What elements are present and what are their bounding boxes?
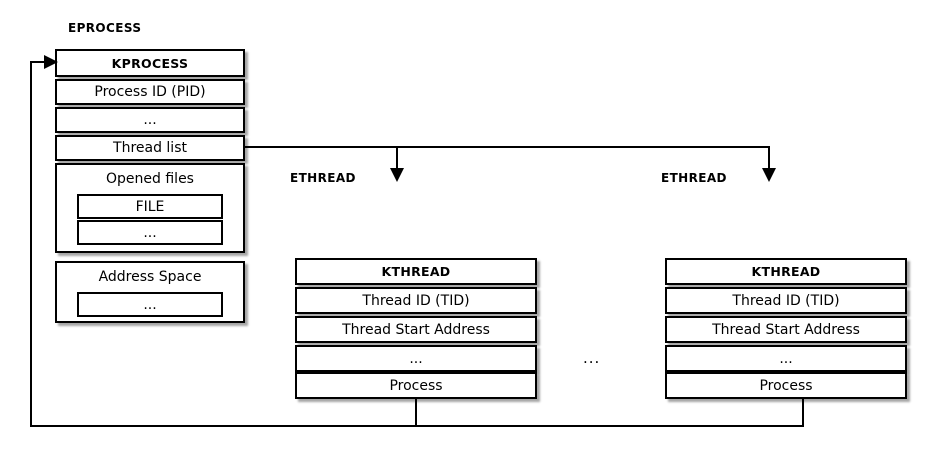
ethread-1-caption: ETHREAD	[290, 171, 356, 185]
threads-ellipsis: ...	[583, 349, 601, 367]
ethread-2-field-start-address: Thread Start Address	[665, 316, 907, 343]
ethread-2-field-ellipsis: ...	[665, 345, 907, 372]
eprocess-field-kprocess: KPROCESS	[55, 49, 245, 77]
ethread-1-field-ellipsis: ...	[295, 345, 537, 372]
ethread-1-field-process: Process	[295, 372, 537, 399]
opened-files-row-file: FILE	[77, 194, 223, 219]
thread-2-connector-vertical	[768, 146, 770, 170]
process-back-horizontal	[30, 425, 804, 427]
process-1-back-vertical	[415, 399, 417, 427]
ethread-2-field-thread-id: Thread ID (TID)	[665, 287, 907, 314]
address-space-title: Address Space	[98, 269, 202, 285]
address-space-row-ellipsis: ...	[77, 292, 223, 317]
ethread-1-field-start-address: Thread Start Address	[295, 316, 537, 343]
eprocess-caption: EPROCESS	[68, 21, 142, 35]
opened-files-title: Opened files	[106, 171, 194, 187]
eprocess-field-thread-list: Thread list	[55, 135, 245, 161]
opened-files-row-ellipsis: ...	[77, 220, 223, 245]
eprocess-field-process-id: Process ID (PID)	[55, 79, 245, 105]
thread-2-arrow-icon	[762, 168, 776, 182]
thread-1-connector-vertical	[396, 146, 398, 170]
eprocess-field-ellipsis: ...	[55, 107, 245, 133]
ethread-2-caption: ETHREAD	[661, 171, 727, 185]
ethread-1-field-thread-id: Thread ID (TID)	[295, 287, 537, 314]
thread-1-arrow-icon	[390, 168, 404, 182]
ethread-1-field-kthread: KTHREAD	[295, 258, 537, 285]
kprocess-arrow-icon	[44, 55, 58, 69]
process-back-horizontal-top	[30, 61, 48, 63]
ethread-2-field-kthread: KTHREAD	[665, 258, 907, 285]
address-space-group: Address Space ...	[55, 261, 245, 323]
opened-files-group: Opened files FILE ...	[55, 163, 245, 253]
process-back-vertical-left	[30, 62, 32, 427]
thread-list-connector-horizontal	[245, 146, 770, 148]
process-2-back-vertical	[802, 399, 804, 427]
ethread-2-field-process: Process	[665, 372, 907, 399]
